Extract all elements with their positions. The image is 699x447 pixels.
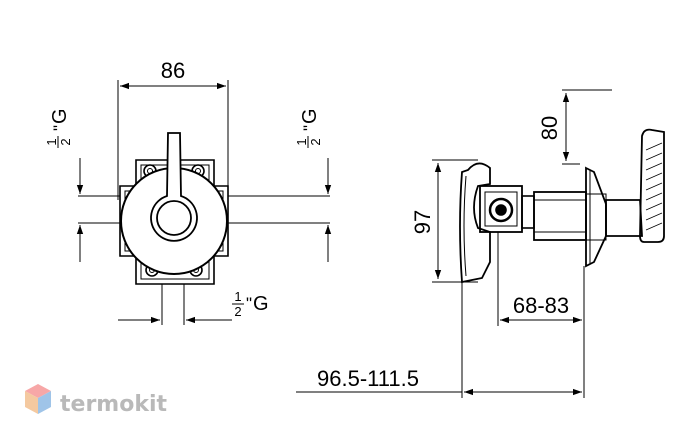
thread-fraction-num-right: 1 [294,138,309,145]
thread-g-bottom: G [253,293,269,315]
front-view [76,80,332,325]
inlet-port [488,197,514,223]
brand-name: termokit [60,392,167,417]
thread-fraction-den-left: 2 [58,138,73,145]
thread-g-right: G [299,108,321,124]
dim-label-86: 86 [161,58,185,83]
dim-label-97: 97 [410,210,435,234]
thread-label-right: 1 2 " G [294,108,323,148]
thread-fraction-num-left: 1 [44,138,59,145]
thread-inch-right: " [300,125,319,131]
spindle [521,195,535,229]
handle-ring [156,200,192,236]
body-plate [459,162,491,284]
thread-fraction-den-bottom: 2 [234,304,241,319]
dim-label-68-83: 68-83 [513,293,569,318]
side-view [296,89,665,398]
rosette [585,166,607,268]
thread-inch-left: " [50,125,69,131]
dim-label-total: 96.5-111.5 [317,366,419,391]
thread-g-left: G [49,108,71,124]
spindle-sleeve [533,191,587,241]
brand-logo [25,384,51,414]
thread-label-left: 1 2 " G [44,108,73,148]
thread-inch-bottom: " [246,294,252,313]
handle-body [605,199,643,237]
thread-label-bottom: 1 2 " G [232,289,269,319]
logo-hex-left [25,391,38,414]
lever-grip [639,128,665,243]
dim-label-80: 80 [537,116,562,140]
handle-lever [150,132,198,242]
thread-fraction-den-right: 2 [308,138,323,145]
thread-fraction-num-bottom: 1 [234,289,241,304]
logo-hex-right [38,391,51,414]
body-plate-inner [463,175,467,277]
